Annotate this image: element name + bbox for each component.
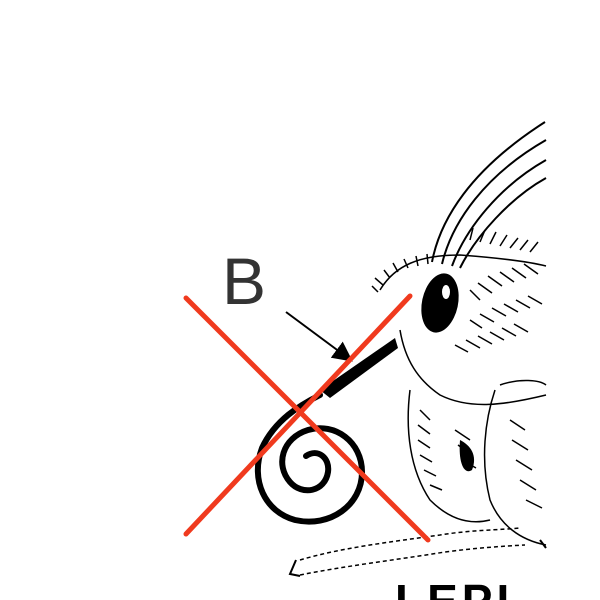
antenna — [431, 121, 547, 269]
eye-highlight — [442, 285, 450, 299]
moth-body — [407, 379, 547, 546]
proboscis — [320, 338, 398, 398]
cut-off-caption: LEPI — [395, 578, 513, 600]
red-x-cross — [183, 293, 431, 543]
leg — [299, 527, 526, 576]
leg-end — [539, 539, 547, 549]
leg-tip — [288, 559, 301, 577]
eye — [421, 273, 459, 333]
diagram-label: B — [222, 244, 267, 318]
moth-head — [371, 227, 547, 406]
arrow — [285, 311, 353, 362]
dark-patch — [459, 440, 475, 472]
